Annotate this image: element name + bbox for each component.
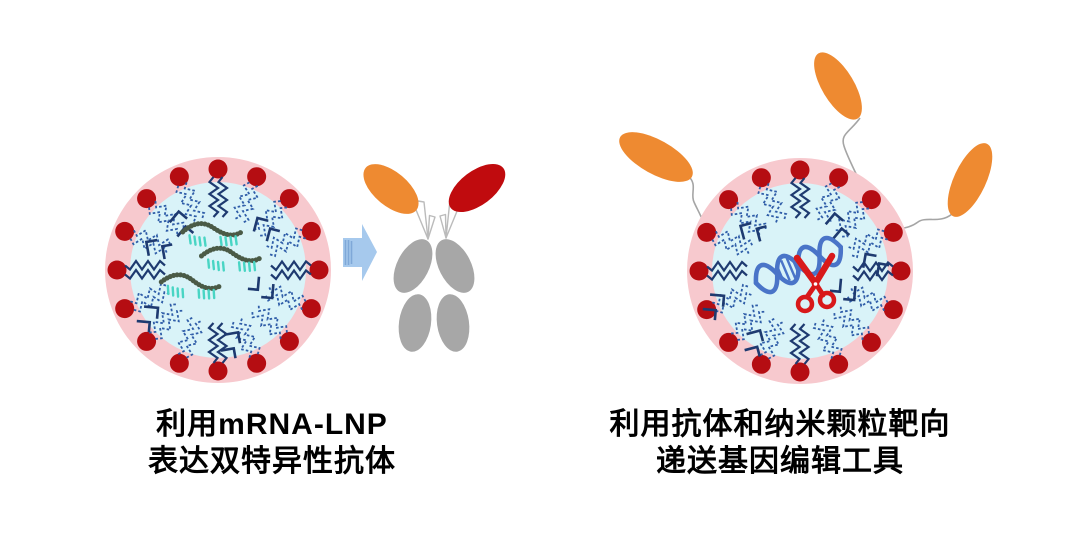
- antibody-fab-upper-right: [435, 239, 475, 293]
- antibody-binder-red: [448, 163, 506, 213]
- antibody-fc-lower-right: [436, 294, 470, 352]
- arrow-right-icon: [343, 224, 377, 281]
- targeting-ligand-left: [619, 132, 693, 182]
- caption-panel-2-line-2: 递送基因编辑工具: [656, 445, 904, 478]
- lnp-right-icon: [687, 158, 913, 384]
- antibody-fab-upper-left: [393, 239, 433, 293]
- lnp-left-icon: [105, 157, 331, 383]
- caption-panel-1-line-2: 表达双特异性抗体: [148, 445, 396, 478]
- antibody-hinge-right-fold: [439, 213, 447, 239]
- caption-panel-2-line-1: 利用抗体和纳米颗粒靶向: [609, 408, 951, 441]
- panel-mrna-lnp: [105, 157, 506, 383]
- targeting-ligand-right: [947, 143, 993, 217]
- caption-panel-1: 利用mRNA-LNP 表达双特异性抗体: [72, 406, 472, 480]
- scissors-icon: [793, 252, 837, 314]
- caption-panel-1-line-1: 利用mRNA-LNP: [156, 408, 388, 441]
- caption-panel-2: 利用抗体和纳米颗粒靶向 递送基因编辑工具: [560, 406, 1000, 480]
- antibody-fc-lower-left: [398, 294, 432, 352]
- targeting-ligands: [619, 52, 993, 217]
- targeting-ligand-top: [814, 52, 862, 120]
- antibody-hinge-left-fold: [427, 214, 436, 240]
- antibody-binder-orange: [363, 164, 419, 214]
- bispecific-antibody-icon: [363, 163, 506, 352]
- panel-targeted-lnp: [619, 52, 993, 384]
